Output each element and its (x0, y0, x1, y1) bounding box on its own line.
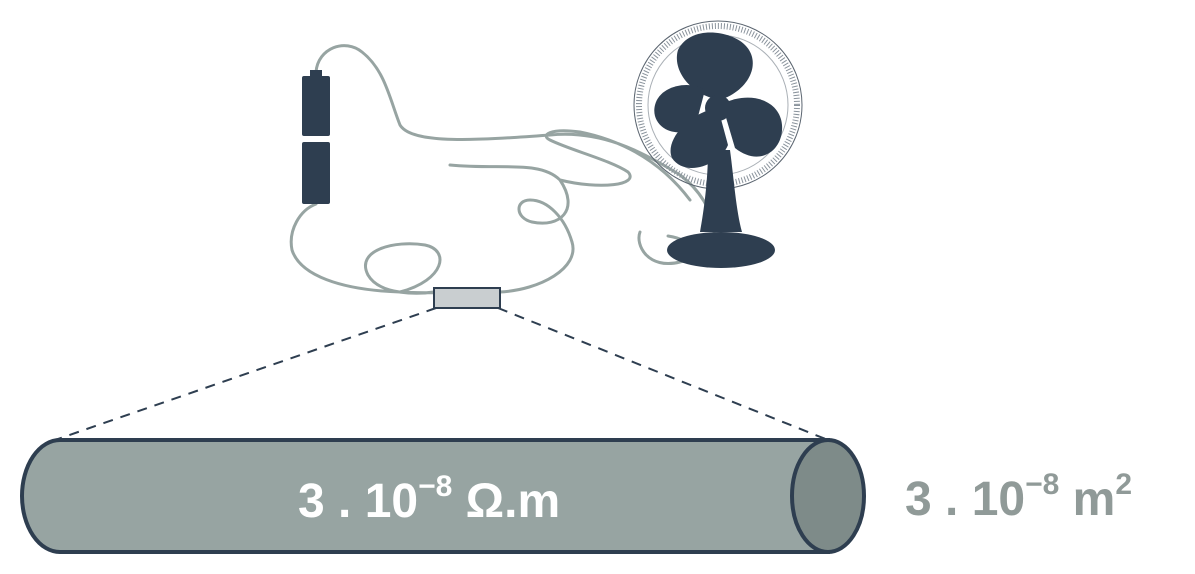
wire (289, 44, 716, 295)
zoom-line-left (54, 307, 437, 441)
zoom-line-right (497, 307, 829, 441)
battery-icon (302, 70, 330, 204)
cross-section-area-label: 3 . 10−8 m2 (905, 468, 1133, 526)
fan-icon (633, 20, 803, 268)
wire-cylinder-icon (20, 438, 866, 554)
resistivity-label: 3 . 10−8 Ω.m (298, 470, 561, 528)
wire-segment-icon (433, 287, 501, 309)
